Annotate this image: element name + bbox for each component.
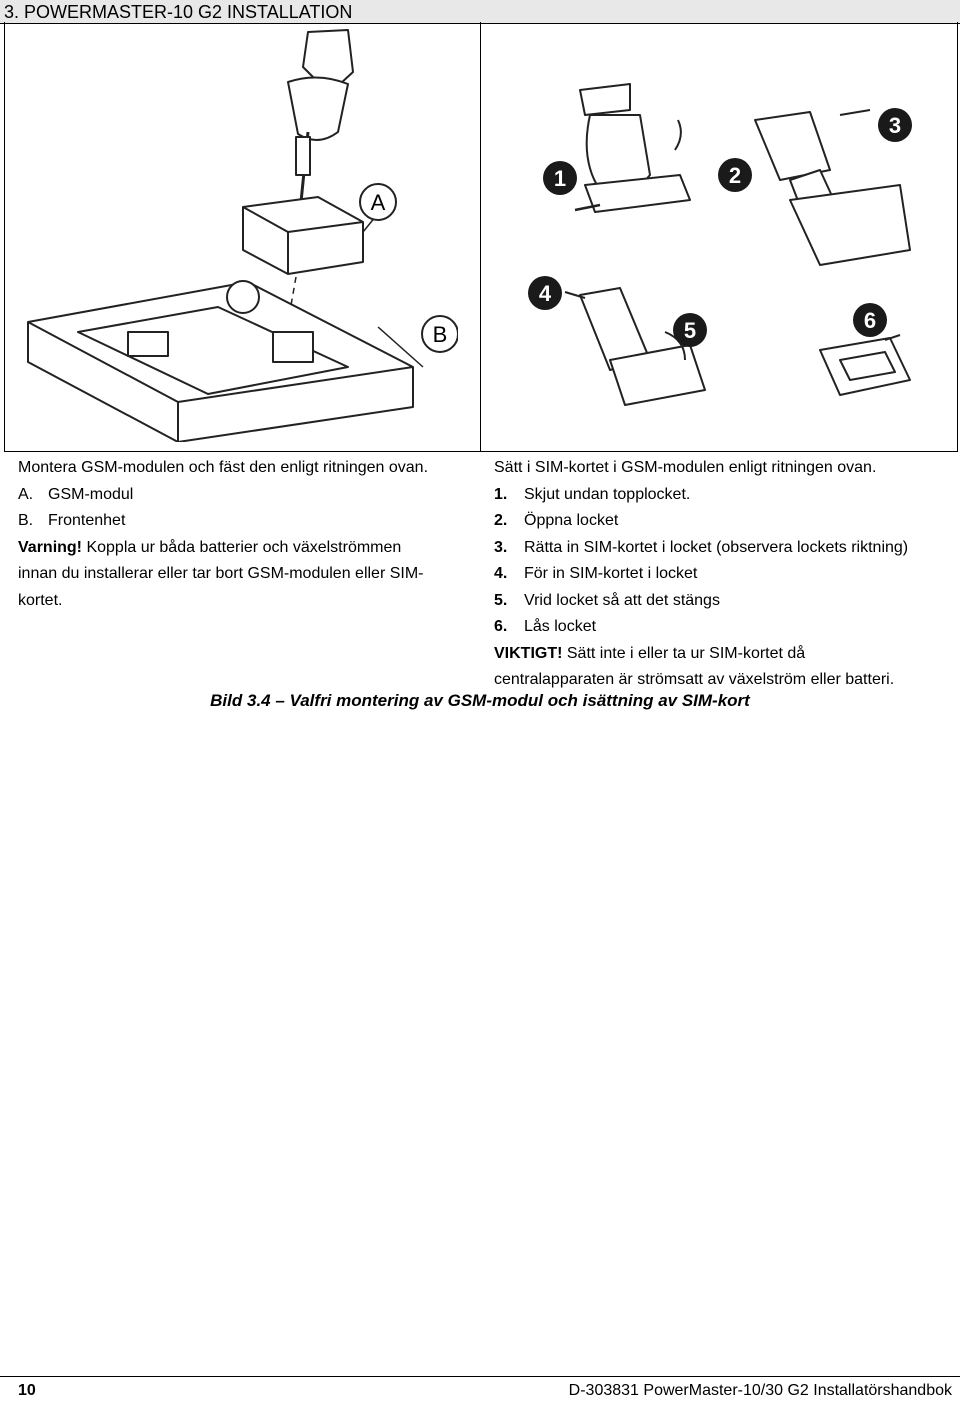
gsm-intro: Montera GSM-modulen och fäst den enligt …	[18, 459, 429, 476]
callout-b: B	[421, 315, 458, 353]
section-title: 3. POWERMASTER-10 G2 INSTALLATION	[4, 2, 353, 22]
gsm-instructions: Montera GSM-modulen och fäst den enligt …	[18, 455, 468, 614]
item-a-letter: A.	[18, 485, 34, 503]
step-4-callout: 4	[528, 276, 562, 310]
step-1-callout: 1	[543, 161, 577, 195]
svg-text:3: 3	[889, 113, 901, 138]
warning-line-3: kortet.	[18, 591, 63, 609]
item-b-letter: B.	[18, 512, 34, 529]
step-2-callout: 2	[718, 158, 752, 192]
step-item: 2. Öppna locket	[494, 508, 954, 535]
svg-text:2: 2	[729, 163, 741, 188]
item-b-text: Frontenhet	[48, 512, 126, 529]
page-number: 10	[18, 1382, 36, 1399]
step-number: 4.	[494, 565, 508, 582]
item-b: B. Frontenhet	[18, 508, 468, 535]
step-item: 3. Rätta in SIM-kortet i locket (observer…	[494, 535, 954, 562]
sim-card-steps-illustration: 1 2 3 4 5 6	[528, 83, 912, 406]
svg-text:B: B	[433, 322, 448, 347]
step-item: 5. Vrid locket så att det stängs	[494, 588, 954, 615]
step-number: 6.	[494, 618, 508, 635]
step-text: Lås locket	[524, 618, 597, 635]
svg-text:6: 6	[864, 308, 876, 333]
svg-text:4: 4	[539, 281, 552, 306]
svg-text:1: 1	[554, 166, 566, 191]
step-5-callout: 5	[673, 313, 707, 347]
step-item: 1. Skjut undan topplocket.	[494, 482, 954, 509]
figure-frame	[4, 22, 958, 452]
document-title: D-303831 PowerMaster-10/30 G2 Installatö…	[568, 1382, 952, 1399]
warning-text-1: Koppla ur båda batterier och växelströmm…	[82, 538, 402, 556]
important-text-1: Sätt inte i eller ta ur SIM-kortet då	[562, 644, 806, 662]
step-number: 2.	[494, 512, 508, 529]
step-number: 5.	[494, 591, 508, 609]
svg-text:A: A	[371, 190, 386, 215]
callout-a: A	[359, 183, 397, 221]
important-line-2: centralapparaten är strömsatt av växelst…	[494, 671, 895, 688]
step-text: Öppna locket	[524, 512, 619, 529]
step-text: Rätta in SIM-kortet i locket (observera …	[524, 538, 909, 556]
item-a-text: GSM-modul	[48, 485, 134, 503]
warning-line-1: Varning! Koppla ur båda batterier och vä…	[18, 535, 468, 562]
warning-line-2: innan du installerar eller tar bort GSM-…	[18, 565, 424, 582]
gsm-module-illustration: A B	[27, 29, 458, 442]
step-text: Skjut undan topplocket.	[524, 485, 691, 503]
page-footer: 10 D-303831 PowerMaster-10/30 G2 Install…	[0, 1376, 960, 1401]
step-3-callout: 3	[878, 108, 912, 142]
step-number: 3.	[494, 538, 508, 556]
figure-divider	[480, 22, 481, 452]
sim-instructions: Sätt i SIM-kortet i GSM-modulen enligt r…	[494, 455, 954, 694]
warning-label: Varning!	[18, 538, 83, 556]
figure-caption: Bild 3.4 – Valfri montering av GSM-modul…	[210, 691, 750, 710]
step-item: 4. För in SIM-kortet i locket	[494, 561, 954, 588]
step-text: För in SIM-kortet i locket	[524, 565, 698, 582]
step-number: 1.	[494, 485, 508, 503]
step-text: Vrid locket så att det stängs	[524, 591, 720, 609]
section-header: 3. POWERMASTER-10 G2 INSTALLATION	[0, 0, 960, 24]
item-a: A. GSM-modul	[18, 482, 468, 509]
step-item: 6. Lås locket	[494, 614, 954, 641]
sim-intro: Sätt i SIM-kortet i GSM-modulen enligt r…	[494, 459, 877, 476]
important-label: VIKTIGT!	[494, 644, 563, 662]
svg-text:5: 5	[684, 318, 696, 343]
step-6-callout: 6	[853, 303, 887, 337]
important-line-1: VIKTIGT! Sätt inte i eller ta ur SIM-kor…	[494, 641, 954, 668]
